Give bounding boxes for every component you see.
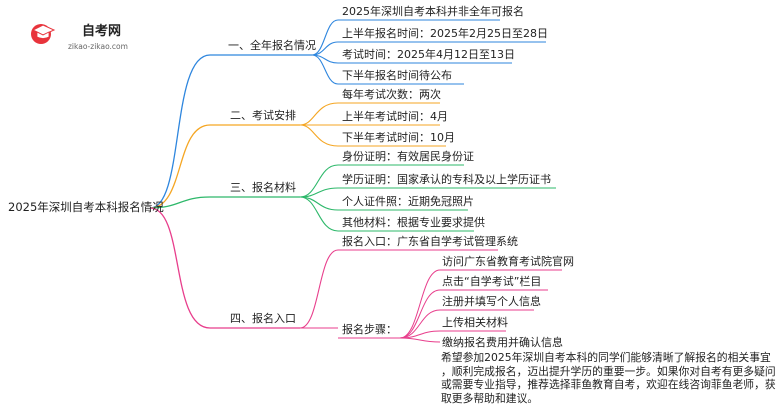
leaf-3-3: 个人证件照：近期免冠照片 xyxy=(342,195,474,208)
paragraph-line-3: 或需要专业指导，推荐选择菲鱼教育自考，欢迎在线咨询菲鱼老师，获 xyxy=(441,378,776,392)
connector-root-b3 xyxy=(149,196,211,209)
step-5: 缴纳报名费用并确认信息 xyxy=(442,336,563,349)
paragraph-line-1: 希望参加2025年深圳自考本科的同学们能够清晰了解报名的相关事宜 xyxy=(441,351,771,364)
leaf-3-1: 身份证明：有效居民身份证 xyxy=(342,150,474,163)
logo-title: 自考网 xyxy=(82,24,122,39)
paragraph-line-4: 取更多帮助和建议。 xyxy=(441,391,539,405)
closing-paragraph: 希望参加2025年深圳自考本科的同学们能够清晰了解报名的相关事宜 ，顺利完成报名… xyxy=(441,351,776,405)
leaf-2-1: 每年考试次数：两次 xyxy=(342,88,441,101)
root-node: 2025年深圳自考本科报名情况 xyxy=(8,200,164,214)
logo-url: zikao-zikao.com xyxy=(68,42,128,51)
graduation-cap-icon xyxy=(31,24,56,44)
connector-root-b2 xyxy=(149,124,211,209)
connector-root-b4 xyxy=(149,207,211,329)
branch-1-label: 一、全年报名情况 xyxy=(228,39,316,52)
leaf-1-2: 上半年报名时间：2025年2月25日至28日 xyxy=(342,27,548,40)
leaf-2-2: 上半年考试时间：4月 xyxy=(342,110,448,123)
leaf-1-1: 2025年深圳自考本科并非全年可报名 xyxy=(342,5,524,18)
branch-4-label: 四、报名入口 xyxy=(230,312,296,325)
branch-2-label: 二、考试安排 xyxy=(230,109,296,122)
mindmap-connectors xyxy=(149,19,562,343)
branch-3-label: 三、报名材料 xyxy=(230,181,296,194)
paragraph-line-2: ，顺利完成报名，迈出提升学历的重要一步。如果你对自考有更多疑问 xyxy=(441,364,776,378)
leaf-4-1: 报名入口：广东省自学考试管理系统 xyxy=(342,235,518,248)
leaf-1-4: 下半年报名时间待公布 xyxy=(342,69,452,82)
leaf-4-2: 报名步骤： xyxy=(342,323,397,336)
leaf-3-4: 其他材料：根据专业要求提供 xyxy=(342,216,485,229)
connector-root-b1 xyxy=(149,54,211,209)
step-4: 上传相关材料 xyxy=(442,316,508,329)
leaf-2-3: 下半年考试时间：10月 xyxy=(342,131,455,144)
step-3: 注册并填写个人信息 xyxy=(442,295,541,308)
leaf-3-2: 学历证明：国家承认的专科及以上学历证书 xyxy=(342,173,551,186)
step-2: 点击“自学考试”栏目 xyxy=(442,275,542,288)
leaf-1-3: 考试时间：2025年4月12日至13日 xyxy=(342,48,515,61)
step-1: 访问广东省教育考试院官网 xyxy=(442,255,574,268)
